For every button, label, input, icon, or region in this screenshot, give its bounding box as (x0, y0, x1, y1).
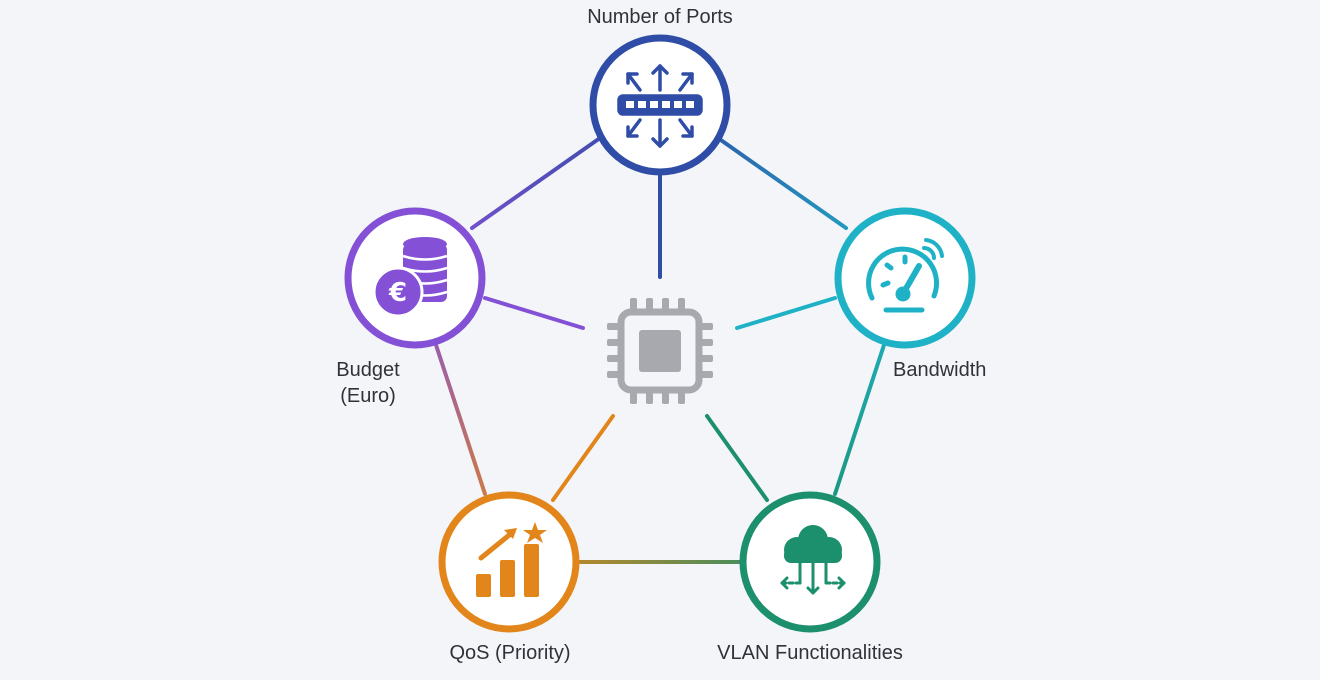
node-budget: € (344, 207, 486, 349)
node-ports (589, 34, 731, 176)
label-qos: QoS (Priority) (449, 642, 571, 664)
node-bandwidth (834, 207, 976, 349)
label-budget: Budget (Euro) (316, 357, 420, 409)
edge-ports-bandwidth (716, 136, 848, 230)
edge-budget-qos (434, 343, 487, 496)
svg-text:€: € (388, 278, 407, 308)
outer-connectors (434, 136, 886, 564)
edge-ports-budget (470, 136, 602, 230)
spoke-budget (483, 296, 585, 330)
spoke-bandwidth (735, 296, 837, 330)
label-budget-line2: (Euro) (340, 385, 396, 407)
label-number-of-ports: Number of Ports (587, 6, 733, 28)
euro-coins-icon: € (372, 237, 448, 318)
node-vlan (739, 491, 881, 633)
edge-bandwidth-vlan (833, 343, 886, 496)
bar-chart-star-icon (476, 522, 547, 597)
label-budget-line1: Budget (336, 359, 400, 381)
processor-chip-icon (607, 298, 713, 404)
spoke-connectors (483, 173, 837, 502)
label-vlan: VLAN Functionalities (717, 642, 903, 664)
network-switch-icon (617, 64, 703, 148)
cloud-network-icon (780, 525, 846, 595)
spoke-vlan (705, 414, 769, 502)
spoke-qos (551, 414, 615, 502)
label-bandwidth: Bandwidth (893, 359, 987, 381)
node-qos (438, 491, 580, 633)
speedometer-icon (866, 238, 944, 313)
